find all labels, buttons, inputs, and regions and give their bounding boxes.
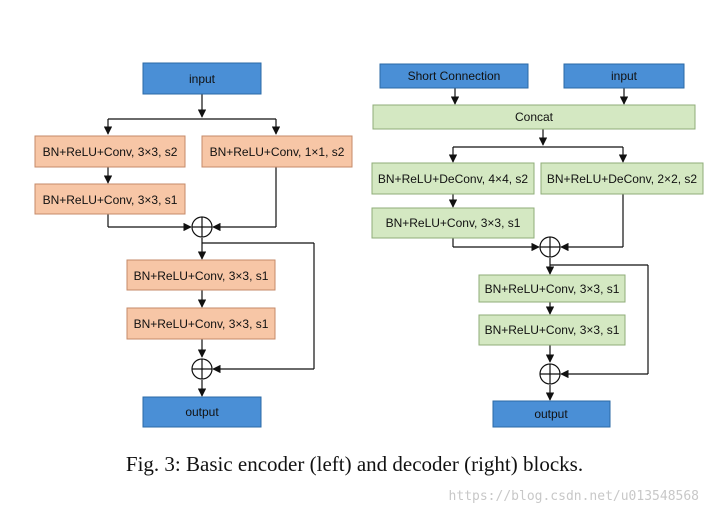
encoder-branch-b-label: BN+ReLU+Conv, 1×1, s2 <box>210 145 345 159</box>
decoder-connectors <box>448 88 649 401</box>
encoder-branch-a1-box: BN+ReLU+Conv, 3×3, s2 <box>34 135 186 168</box>
decoder-input-box: input <box>563 63 685 89</box>
decoder-branch-b-label: BN+ReLU+DeConv, 2×2, s2 <box>547 172 698 186</box>
decoder-block2-b-label: BN+ReLU+Conv, 3×3, s1 <box>485 323 620 337</box>
encoder-output-box: output <box>142 396 262 428</box>
encoder-block2-a-box: BN+ReLU+Conv, 3×3, s1 <box>126 259 276 291</box>
decoder-block2-a-box: BN+ReLU+Conv, 3×3, s1 <box>478 274 626 303</box>
encoder-block2-b-box: BN+ReLU+Conv, 3×3, s1 <box>126 307 276 340</box>
encoder-sum-node-1 <box>191 216 213 238</box>
encoder-block: input BN+ReLU+Conv, 3×3, s2 BN+ReLU+Conv… <box>34 62 353 428</box>
architecture-diagram: input BN+ReLU+Conv, 3×3, s2 BN+ReLU+Conv… <box>34 62 704 428</box>
figure-caption: Fig. 3: Basic encoder (left) and decoder… <box>125 452 584 476</box>
decoder-concat-box: Concat <box>372 104 696 130</box>
encoder-block2-a-label: BN+ReLU+Conv, 3×3, s1 <box>134 269 269 283</box>
decoder-branch-a2-label: BN+ReLU+Conv, 3×3, s1 <box>386 216 521 230</box>
encoder-branch-b-box: BN+ReLU+Conv, 1×1, s2 <box>201 135 353 168</box>
decoder-branch-a1-label: BN+ReLU+DeConv, 4×4, s2 <box>378 172 529 186</box>
encoder-connectors <box>103 94 315 397</box>
decoder-input-label: input <box>611 69 638 83</box>
encoder-input-label: input <box>189 72 216 86</box>
decoder-sum-node-1 <box>539 236 561 258</box>
decoder-branch-a1-box: BN+ReLU+DeConv, 4×4, s2 <box>371 162 535 195</box>
encoder-input-box: input <box>142 62 262 95</box>
decoder-output-label: output <box>534 407 568 421</box>
encoder-branch-a2-box: BN+ReLU+Conv, 3×3, s1 <box>34 183 186 215</box>
encoder-branch-a2-label: BN+ReLU+Conv, 3×3, s1 <box>43 193 178 207</box>
encoder-output-label: output <box>185 405 219 419</box>
decoder-short-connection-label: Short Connection <box>408 69 501 83</box>
encoder-sum-node-2 <box>191 358 213 380</box>
decoder-block: Short Connection input Concat BN+ReLU+De… <box>371 63 704 428</box>
decoder-short-connection-box: Short Connection <box>379 63 529 89</box>
decoder-output-box: output <box>492 400 611 428</box>
watermark-url: https://blog.csdn.net/u013548568 <box>448 489 699 504</box>
decoder-sum-node-2 <box>539 363 561 385</box>
decoder-block2-b-box: BN+ReLU+Conv, 3×3, s1 <box>478 314 626 346</box>
decoder-block2-a-label: BN+ReLU+Conv, 3×3, s1 <box>485 282 620 296</box>
decoder-branch-b-box: BN+ReLU+DeConv, 2×2, s2 <box>540 162 704 195</box>
decoder-concat-label: Concat <box>515 110 554 124</box>
encoder-block2-b-label: BN+ReLU+Conv, 3×3, s1 <box>134 317 269 331</box>
encoder-branch-a1-label: BN+ReLU+Conv, 3×3, s2 <box>43 145 178 159</box>
decoder-branch-a2-box: BN+ReLU+Conv, 3×3, s1 <box>371 207 535 239</box>
